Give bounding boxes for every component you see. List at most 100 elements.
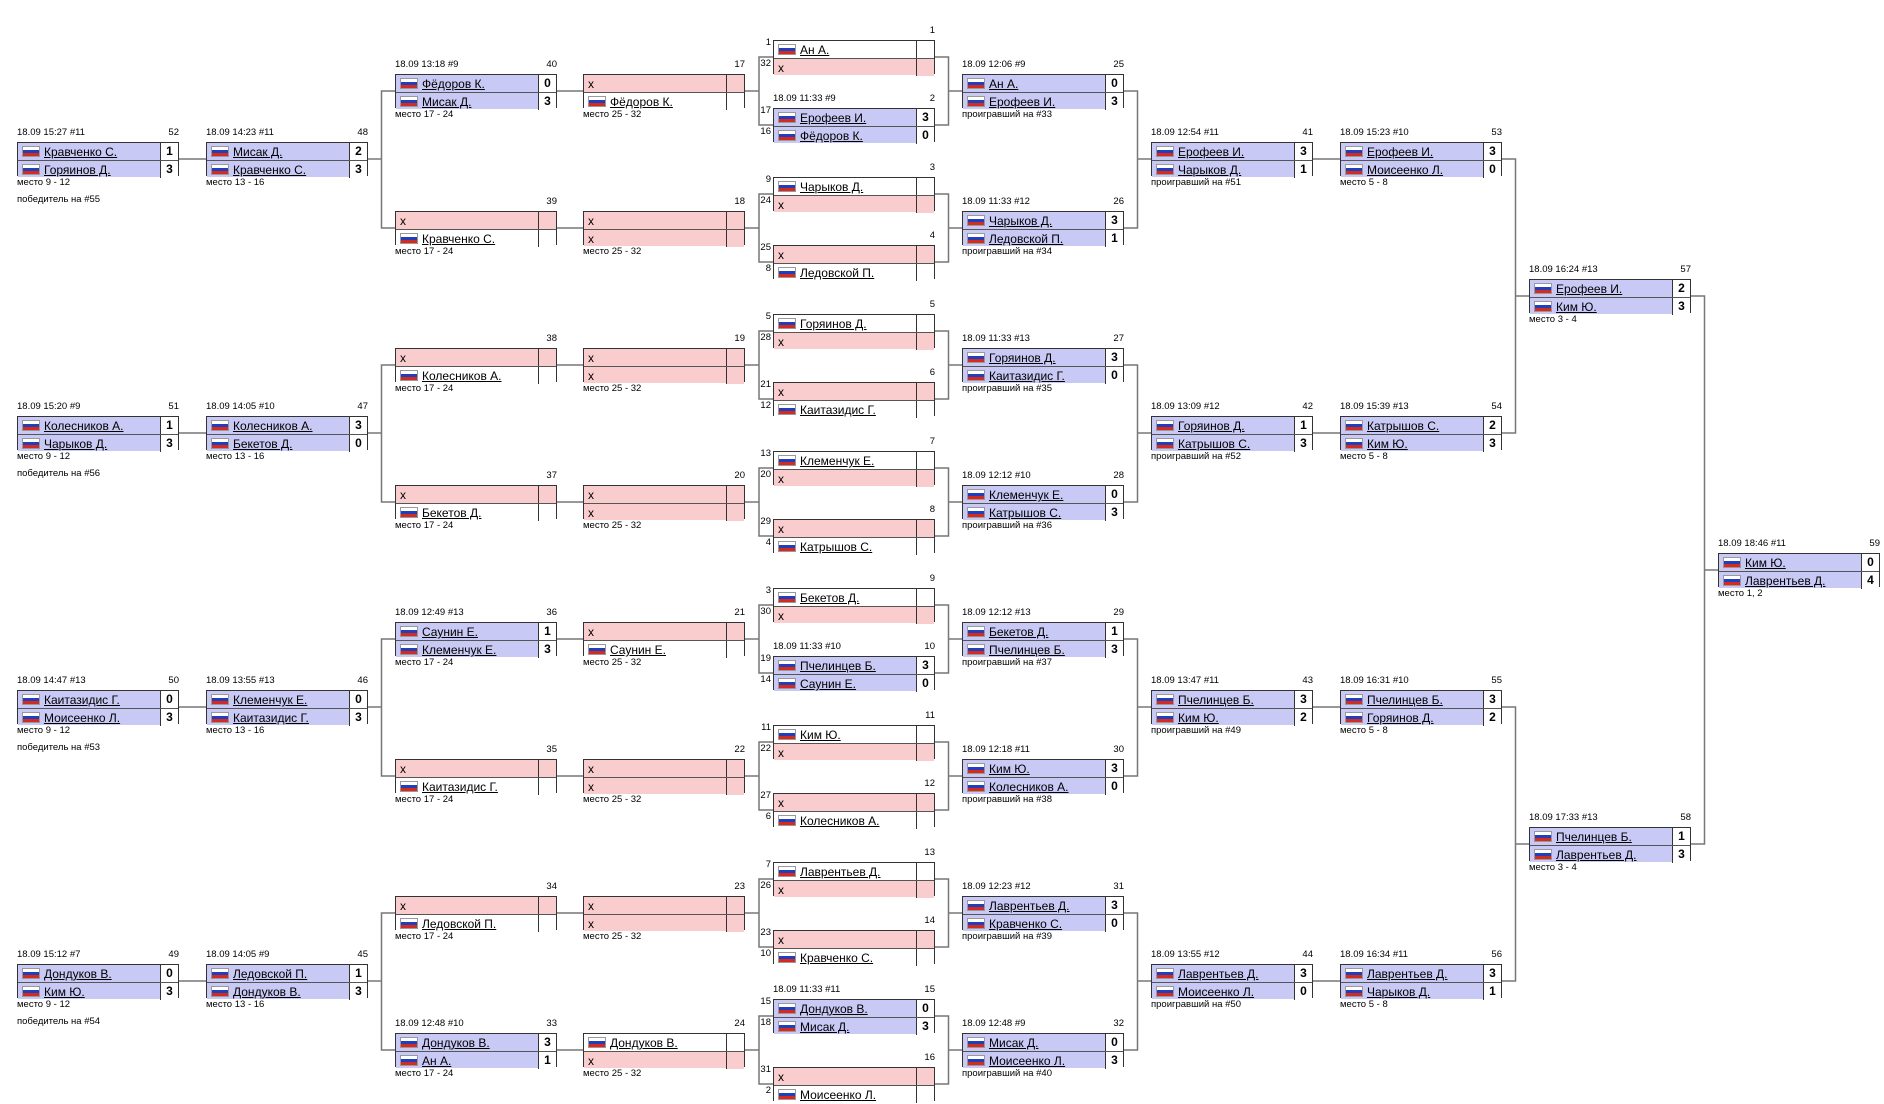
player-name[interactable]: Моисеенко Л. xyxy=(800,1088,877,1102)
player-name[interactable]: Чарыков Д. xyxy=(1178,163,1242,177)
player-name[interactable]: Ледовской П. xyxy=(989,232,1064,246)
player-name[interactable]: Ерофеев И. xyxy=(1367,145,1434,159)
player-name[interactable]: Колесников А. xyxy=(233,419,313,433)
player-name[interactable]: Катрышов С. xyxy=(1178,437,1251,451)
player-name[interactable]: Катрышов С. xyxy=(800,540,873,554)
player-name[interactable]: Лаврентьев Д. xyxy=(1178,967,1259,981)
player-name[interactable]: Чарыков Д. xyxy=(44,437,108,451)
player-name[interactable]: Клеменчук Е. xyxy=(989,488,1064,502)
match-box[interactable]: Лаврентьев Д.х xyxy=(773,862,935,898)
player-name[interactable]: Катрышов С. xyxy=(989,506,1062,520)
player-name[interactable]: Ледовской П. xyxy=(233,967,308,981)
player-name[interactable]: Клеменчук Е. xyxy=(233,693,308,707)
player-name[interactable]: Бекетов Д. xyxy=(233,437,293,451)
match-box[interactable]: Бекетов Д.х xyxy=(773,588,935,624)
player-name[interactable]: Дондуков В. xyxy=(800,1002,868,1016)
player-name[interactable]: Моисеенко Л. xyxy=(44,711,121,725)
player-name[interactable]: Фёдоров К. xyxy=(610,95,673,109)
player-name[interactable]: Каитазидис Г. xyxy=(800,403,876,417)
match-box[interactable]: Дондуков В.х xyxy=(583,1033,745,1069)
player-name[interactable]: Моисеенко Л. xyxy=(1367,163,1444,177)
player-name[interactable]: Дондуков В. xyxy=(44,967,112,981)
player-name[interactable]: Катрышов С. xyxy=(1367,419,1440,433)
player-name[interactable]: Саунин Е. xyxy=(610,643,666,657)
player-name[interactable]: Каитазидис Г. xyxy=(44,693,120,707)
player-name[interactable]: Ерофеев И. xyxy=(800,111,867,125)
player-name[interactable]: Каитазидис Г. xyxy=(233,711,309,725)
player-name[interactable]: Ерофеев И. xyxy=(1556,282,1623,296)
player-name[interactable]: Фёдоров К. xyxy=(800,129,863,143)
player-name[interactable]: Ан А. xyxy=(989,77,1019,91)
player-name[interactable]: Ким Ю. xyxy=(1367,437,1408,451)
player-name[interactable]: Мисак Д. xyxy=(989,1036,1039,1050)
player-name[interactable]: Чарыков Д. xyxy=(1367,985,1431,999)
player-name[interactable]: Каитазидис Г. xyxy=(989,369,1065,383)
match-box[interactable]: Ким Ю.х xyxy=(773,725,935,761)
player-name[interactable]: Каитазидис Г. xyxy=(422,780,498,794)
player-name[interactable]: Саунин Е. xyxy=(422,625,478,639)
player-name[interactable]: Фёдоров К. xyxy=(422,77,485,91)
player-name[interactable]: Лаврентьев Д. xyxy=(989,899,1070,913)
player-name[interactable]: Горяинов Д. xyxy=(800,317,867,331)
player-name[interactable]: Мисак Д. xyxy=(233,145,283,159)
player-name[interactable]: Кравченко С. xyxy=(422,232,496,246)
match-box[interactable]: Чарыков Д.х xyxy=(773,177,935,213)
player-name[interactable]: Ким Ю. xyxy=(1745,556,1786,570)
player-name[interactable]: Чарыков Д. xyxy=(800,180,864,194)
player-name[interactable]: Клеменчук Е. xyxy=(800,454,875,468)
player-name[interactable]: Ким Ю. xyxy=(1556,300,1597,314)
player-name[interactable]: Чарыков Д. xyxy=(989,214,1053,228)
player-name[interactable]: Дондуков В. xyxy=(610,1036,678,1050)
match-box[interactable]: Клеменчук Е.х xyxy=(773,451,935,487)
match-box[interactable]: Горяинов Д.х xyxy=(773,314,935,350)
player-name[interactable]: Ан А. xyxy=(800,43,830,57)
player-name[interactable]: Моисеенко Л. xyxy=(989,1054,1066,1068)
player-name[interactable]: Ким Ю. xyxy=(1178,711,1219,725)
player-name[interactable]: Кравченко С. xyxy=(800,951,874,965)
player-name[interactable]: Горяинов Д. xyxy=(989,351,1056,365)
player-name[interactable]: Горяинов Д. xyxy=(1178,419,1245,433)
player-name[interactable]: Ан А. xyxy=(422,1054,452,1068)
player-name[interactable]: Бекетов Д. xyxy=(989,625,1049,639)
player-name[interactable]: Клеменчук Е. xyxy=(422,643,497,657)
player-name[interactable]: Дондуков В. xyxy=(233,985,301,999)
player-name[interactable]: Лаврентьев Д. xyxy=(800,865,881,879)
player-name[interactable]: Ким Ю. xyxy=(989,762,1030,776)
player-name[interactable]: Бекетов Д. xyxy=(800,591,860,605)
player-name[interactable]: Моисеенко Л. xyxy=(1178,985,1255,999)
